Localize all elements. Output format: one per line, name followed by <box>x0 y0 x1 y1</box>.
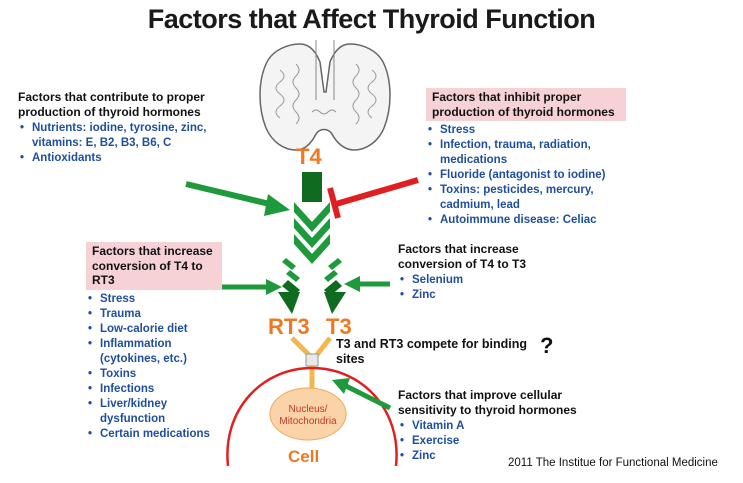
increase-t3-list: Selenium Zinc <box>398 273 548 303</box>
compete-text: T3 and RT3 compete for binding sites <box>336 337 527 366</box>
list-item: Certain medications <box>86 427 222 442</box>
t4-label: T4 <box>296 144 322 169</box>
list-item: Infection, trauma, radiation, medication… <box>426 138 626 168</box>
list-item: Liver/kidney dysfunction <box>86 397 222 427</box>
increase-rt3-heading: Factors that increase conversion of T4 t… <box>86 242 222 290</box>
cell-label: Cell <box>288 447 320 466</box>
list-item: Antioxidants <box>18 151 208 166</box>
list-item: Infections <box>86 382 222 397</box>
nucleus-text: Nucleus/ Mitochondria <box>279 404 337 427</box>
thyroid-gland-icon <box>259 40 391 151</box>
list-item: Inflammation (cytokines, etc.) <box>86 337 222 367</box>
receptor-icon <box>290 336 332 392</box>
list-item: Fluoride (antagonist to iodine) <box>426 168 626 183</box>
cell-icon <box>226 366 398 467</box>
list-item: Autoimmune disease: Celiac <box>426 213 626 228</box>
increase-t3-panel: Factors that increase conversion of T4 t… <box>398 242 548 303</box>
contribute-heading: Factors that contribute to proper produc… <box>18 90 205 119</box>
increase-t3-arrow <box>344 276 390 292</box>
increase-rt3-arrow <box>222 279 282 295</box>
increase-rt3-list: Stress Trauma Low-calorie diet Inflammat… <box>86 292 222 442</box>
inhibit-arrow <box>327 177 419 219</box>
contribute-arrow <box>185 181 290 216</box>
list-item: Trauma <box>86 307 222 322</box>
increase-rt3-panel: Factors that increase conversion of T4 t… <box>86 242 222 442</box>
rt3-label: RT3 <box>268 314 310 339</box>
list-item: Stress <box>426 123 626 138</box>
increase-t3-heading: Factors that increase conversion of T4 t… <box>398 242 527 271</box>
page-title: Factors that Affect Thyroid Function <box>147 4 596 34</box>
question-mark: ? <box>540 333 554 358</box>
improve-panel: Factors that improve cellular sensitivit… <box>398 388 598 464</box>
list-item: Exercise <box>398 434 598 449</box>
list-item: Nutrients: iodine, tyrosine, zinc, vitam… <box>18 121 208 151</box>
list-item: Toxins <box>86 367 222 382</box>
credit-text: 2011 The Institue for Functional Medicin… <box>508 457 718 469</box>
improve-heading: Factors that improve cellular sensitivit… <box>398 388 577 417</box>
list-item: Zinc <box>398 288 548 303</box>
list-item: Toxins: pesticides, mercury, cadmium, le… <box>426 183 626 213</box>
inhibit-heading: Factors that inhibit proper production o… <box>426 88 626 121</box>
inhibit-panel: Factors that inhibit proper production o… <box>426 88 626 228</box>
inhibit-list: Stress Infection, trauma, radiation, med… <box>426 123 626 228</box>
list-item: Vitamin A <box>398 419 598 434</box>
nucleus-label: Nucleus/ Mitochondria <box>268 404 348 428</box>
list-item: Selenium <box>398 273 548 288</box>
contribute-panel: Factors that contribute to proper produc… <box>18 90 208 166</box>
contribute-list: Nutrients: iodine, tyrosine, zinc, vitam… <box>18 121 208 166</box>
list-item: Low-calorie diet <box>86 322 222 337</box>
improve-arrow <box>332 378 392 411</box>
t3-label: T3 <box>326 314 352 339</box>
improve-list: Vitamin A Exercise Zinc <box>398 419 598 464</box>
list-item: Stress <box>86 292 222 307</box>
split-arrows <box>278 258 346 314</box>
list-item: Zinc <box>398 449 598 464</box>
t4-pathway-arrow <box>294 172 330 264</box>
